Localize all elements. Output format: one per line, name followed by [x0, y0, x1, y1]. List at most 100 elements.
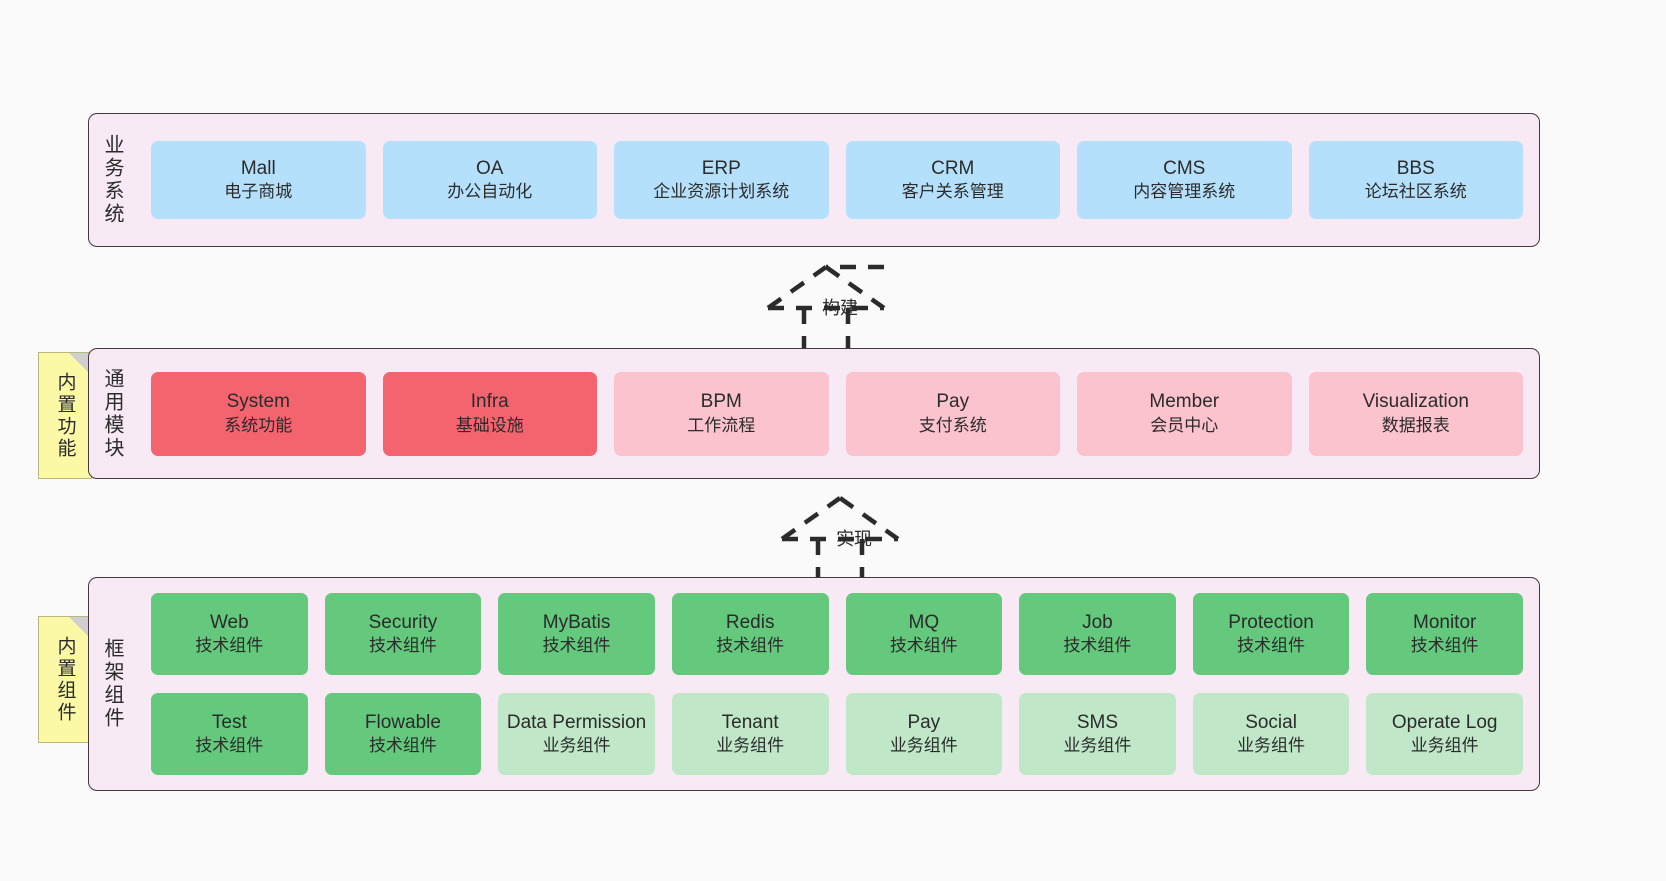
business-system-bbs[interactable]: BBS 论坛社区系统	[1308, 141, 1523, 219]
card-title: Security	[368, 611, 438, 633]
card-title: Mall	[240, 157, 276, 179]
layer-common-modules-title: 通用模块	[101, 367, 123, 460]
note-builtin-features-label: 内置功能	[54, 371, 76, 460]
card-subtitle: 业务组件	[716, 736, 785, 756]
business-system-erp[interactable]: ERP 企业资源计划系统	[614, 141, 829, 219]
card-subtitle: 客户关系管理	[901, 182, 1004, 202]
note-builtin-features: 内置功能	[38, 352, 92, 479]
card-subtitle: 内容管理系统	[1133, 182, 1236, 202]
card-title: Web	[209, 611, 249, 633]
card-title: Pay	[907, 711, 941, 733]
card-title: Monitor	[1413, 611, 1477, 633]
framework-component-job[interactable]: Job 技术组件	[1019, 593, 1176, 675]
framework-component-pay[interactable]: Pay 业务组件	[845, 693, 1003, 775]
framework-component-security[interactable]: Security 技术组件	[324, 593, 482, 675]
connector-build: 构建	[760, 262, 930, 354]
card-title: MyBatis	[542, 611, 611, 633]
card-subtitle: 技术组件	[368, 736, 437, 756]
card-subtitle: 技术组件	[195, 636, 264, 656]
business-system-cms[interactable]: CMS 内容管理系统	[1077, 141, 1292, 219]
layer-business-systems-title: 业务系统	[101, 134, 123, 226]
business-system-crm[interactable]: CRM 客户关系管理	[845, 141, 1060, 219]
card-subtitle: 业务组件	[889, 736, 958, 756]
card-subtitle: 支付系统	[918, 415, 987, 435]
layer-framework-components-title: 框架组件	[101, 638, 123, 730]
card-subtitle: 技术组件	[716, 636, 785, 656]
framework-component-data-permission[interactable]: Data Permission 业务组件	[498, 693, 655, 775]
card-title: CRM	[931, 157, 975, 179]
framework-component-mybatis[interactable]: MyBatis 技术组件	[498, 593, 655, 675]
card-subtitle: 系统功能	[224, 415, 293, 435]
card-title: BPM	[700, 391, 742, 413]
note-builtin-components-label: 内置组件	[54, 635, 76, 724]
card-subtitle: 基础设施	[455, 415, 524, 435]
framework-component-social[interactable]: Social 业务组件	[1192, 693, 1350, 775]
card-subtitle: 技术组件	[542, 636, 611, 656]
card-title: Job	[1082, 611, 1113, 633]
card-title: Flowable	[364, 711, 441, 733]
card-title: Operate Log	[1391, 711, 1498, 733]
framework-component-mq[interactable]: MQ 技术组件	[845, 593, 1003, 675]
card-title: System	[226, 391, 290, 413]
card-title: Tenant	[721, 711, 779, 733]
card-title: OA	[476, 157, 504, 179]
card-subtitle: 企业资源计划系统	[653, 182, 790, 202]
card-subtitle: 技术组件	[1410, 636, 1479, 656]
card-title: BBS	[1396, 157, 1435, 179]
card-subtitle: 技术组件	[195, 736, 264, 756]
card-title: Protection	[1228, 611, 1314, 633]
framework-component-tenant[interactable]: Tenant 业务组件	[671, 693, 829, 775]
card-subtitle: 技术组件	[1063, 636, 1132, 656]
card-subtitle: 论坛社区系统	[1364, 182, 1467, 202]
card-subtitle: 工作流程	[687, 415, 756, 435]
card-title: CMS	[1163, 157, 1206, 179]
framework-component-protection[interactable]: Protection 技术组件	[1192, 593, 1350, 675]
card-subtitle: 技术组件	[1237, 636, 1306, 656]
card-title: Visualization	[1362, 391, 1469, 413]
card-subtitle: 业务组件	[1237, 736, 1306, 756]
card-subtitle: 会员中心	[1150, 415, 1219, 435]
card-subtitle: 数据报表	[1381, 415, 1450, 435]
card-subtitle: 技术组件	[368, 636, 437, 656]
framework-component-web[interactable]: Web 技术组件	[151, 593, 308, 675]
card-title: Pay	[936, 391, 970, 413]
card-title: Infra	[470, 391, 509, 413]
card-title: ERP	[701, 157, 741, 179]
card-title: Member	[1149, 391, 1220, 413]
card-title: Social	[1245, 711, 1297, 733]
card-subtitle: 业务组件	[1063, 736, 1132, 756]
connector-build-label: 构建	[822, 298, 858, 318]
card-subtitle: 业务组件	[542, 736, 611, 756]
framework-component-flowable[interactable]: Flowable 技术组件	[324, 693, 482, 775]
card-title: Test	[211, 711, 247, 733]
framework-component-monitor[interactable]: Monitor 技术组件	[1366, 593, 1523, 675]
card-title: MQ	[908, 611, 940, 633]
framework-component-test[interactable]: Test 技术组件	[151, 693, 308, 775]
note-builtin-components: 内置组件	[38, 616, 92, 743]
card-title: Data Permission	[506, 711, 647, 733]
connector-implement: 实现	[774, 493, 944, 585]
card-subtitle: 技术组件	[889, 636, 958, 656]
